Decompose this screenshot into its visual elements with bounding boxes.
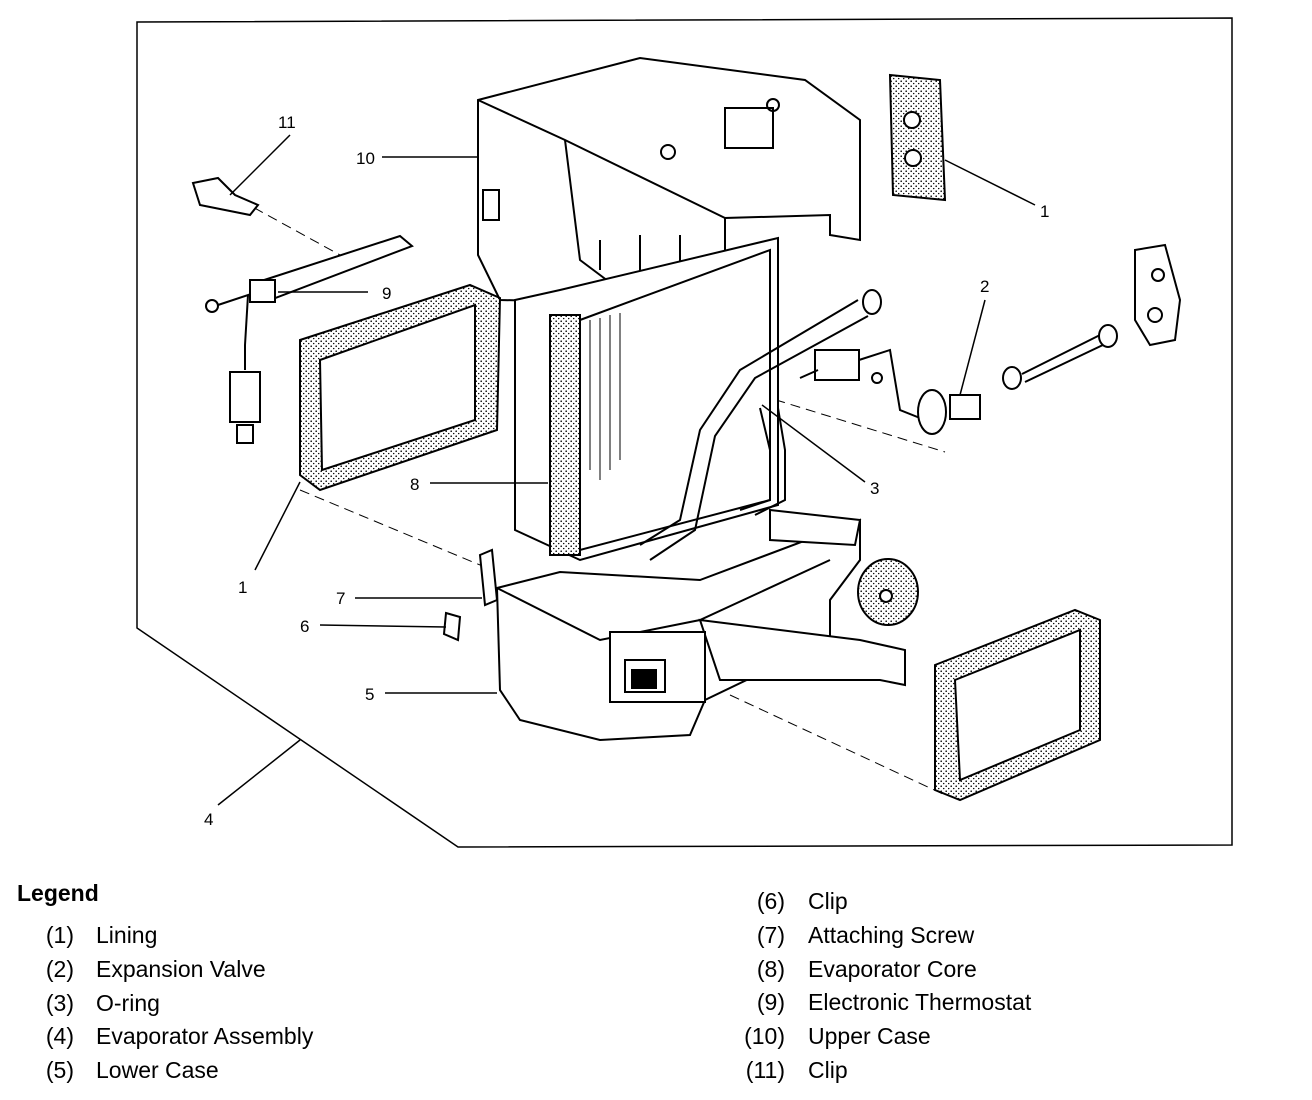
- evaporator-core: [514, 236, 779, 562]
- callout-10: 10: [356, 149, 375, 168]
- callout-6: 6: [300, 617, 309, 636]
- alignment-lines: [239, 199, 946, 796]
- lining-pad: [888, 73, 947, 202]
- callout-1-top: 1: [1040, 202, 1049, 221]
- callout-11: 11: [278, 113, 296, 132]
- legend-title: Legend: [17, 880, 99, 906]
- legend-item-label: Lining: [96, 922, 158, 948]
- legend-item-number: (10): [744, 1023, 785, 1050]
- lining-frame-right: [934, 608, 1101, 802]
- expansion-valve: [799, 243, 1182, 435]
- callout-5: 5: [365, 685, 374, 704]
- foam-seal: [857, 558, 919, 626]
- legend-item-label: Evaporator Assembly: [96, 1023, 314, 1050]
- callout-7: 7: [336, 589, 345, 608]
- lining-frame-left: [299, 283, 502, 492]
- electronic-thermostat: [205, 234, 414, 444]
- callout-8: 8: [410, 475, 419, 494]
- legend-item-label: O-ring: [96, 989, 160, 1016]
- legend-item-number: (1): [45, 922, 74, 948]
- legend-item-label: Expansion Valve: [96, 955, 266, 982]
- legend-item-number: (7): [756, 921, 785, 948]
- legend-item-number: (2): [45, 955, 74, 982]
- callout-4: 4: [204, 810, 213, 829]
- callout-3: 3: [870, 479, 879, 498]
- upper-case: [477, 56, 861, 307]
- legend-item-label: Attaching Screw: [808, 921, 975, 948]
- clip-6: [442, 611, 462, 642]
- legend-item-label: Lower Case: [96, 1057, 219, 1084]
- legend: Legend (1) Lining (2) Expansion Valve (3) O…: [0, 880, 1312, 1090]
- legend-item-number: (4): [45, 1023, 74, 1050]
- legend-item-label: Upper Case: [808, 1023, 931, 1050]
- lower-case: [495, 508, 906, 742]
- clip-11: [191, 176, 260, 217]
- legend-item-number: (11): [745, 1056, 785, 1083]
- callout-9: 9: [382, 284, 391, 303]
- callout-2: 2: [980, 277, 989, 296]
- legend-item-label: Electronic Thermostat: [808, 989, 1032, 1016]
- legend-item-number: (8): [756, 955, 785, 982]
- legend-item-number: (9): [756, 989, 785, 1016]
- legend-item-label: Clip: [808, 888, 848, 914]
- leader-lines: [217, 134, 1036, 806]
- assembly-boundary: [136, 17, 1233, 848]
- refrigerant-pipe: [639, 289, 882, 561]
- legend-item-label: Evaporator Core: [808, 955, 977, 982]
- legend-item-number: (3): [45, 989, 74, 1016]
- callout-1-left: 1: [238, 578, 247, 597]
- evaporator-exploded-diagram: 1 2 3 1 7 6 5 4 8 9 10 11: [136, 17, 1233, 848]
- legend-item-number: (6): [756, 888, 785, 914]
- legend-item-label: Clip: [808, 1056, 848, 1083]
- attaching-screw-7: [478, 548, 499, 607]
- legend-item-number: (5): [45, 1057, 74, 1084]
